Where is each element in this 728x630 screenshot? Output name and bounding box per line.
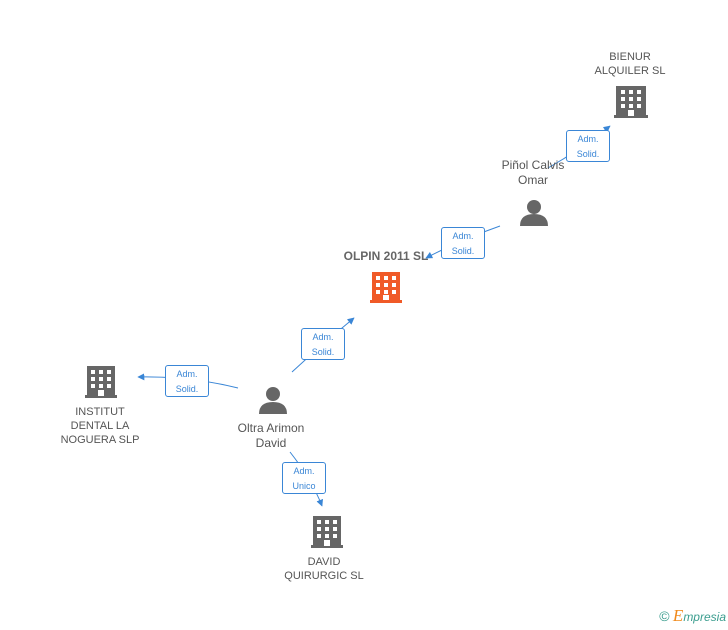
label-line: BIENUR xyxy=(609,51,651,63)
person-icon xyxy=(259,387,287,414)
building-icon xyxy=(311,516,343,548)
relation-line: Solid. xyxy=(311,347,335,357)
main-company-label-olpin[interactable]: OLPIN 2011 SL xyxy=(326,249,446,263)
building-icon xyxy=(614,86,648,118)
label-line: Piñol Calvis xyxy=(501,158,565,172)
relation-line: Solid. xyxy=(175,384,199,394)
main-company-building-icon xyxy=(370,272,402,303)
relation-line: Adm. xyxy=(293,466,315,476)
relation-line: Solid. xyxy=(576,149,600,159)
relation-badge-pinol-bienur: Adm. Solid. xyxy=(566,130,610,162)
company-label-bienur[interactable]: BIENUR ALQUILER SL xyxy=(580,50,680,78)
label-line: David xyxy=(255,436,287,450)
relation-badge-pinol-olpin: Adm. Solid. xyxy=(441,227,485,259)
label-line: Omar xyxy=(518,173,548,187)
relation-line: Adm. xyxy=(176,369,198,379)
person-label-oltra[interactable]: Oltra Arimon David xyxy=(216,421,326,451)
company-label-institut[interactable]: INSTITUT DENTAL LA NOGUERA SLP xyxy=(48,405,152,447)
building-icon xyxy=(85,366,117,398)
relation-badge-oltra-david: Adm. Unico xyxy=(282,462,326,494)
company-label-david[interactable]: DAVID QUIRURGIC SL xyxy=(274,555,374,583)
relation-badge-oltra-olpin: Adm. Solid. xyxy=(301,328,345,360)
relation-line: Unico xyxy=(292,481,316,491)
relation-line: Solid. xyxy=(451,246,475,256)
label-line: Oltra Arimon xyxy=(237,421,305,435)
label-line: QUIRURGIC SL xyxy=(284,570,364,582)
relation-line: Adm. xyxy=(577,134,599,144)
label-line: DENTAL LA xyxy=(70,420,130,432)
label-line: INSTITUT xyxy=(75,406,125,418)
relation-line: Adm. xyxy=(312,332,334,342)
brand-e: E xyxy=(672,606,684,625)
label-line: DAVID xyxy=(307,556,341,568)
label-line: OLPIN 2011 SL xyxy=(343,249,429,263)
label-line: ALQUILER SL xyxy=(594,65,666,77)
person-icon xyxy=(520,200,548,226)
relation-line: Adm. xyxy=(452,231,474,241)
brand-rest: mpresia xyxy=(683,610,726,624)
relation-badge-oltra-institut: Adm. Solid. xyxy=(165,365,209,397)
empresia-logo[interactable]: © Empresia xyxy=(659,606,726,626)
copyright-icon: © xyxy=(659,608,670,624)
label-line: NOGUERA SLP xyxy=(60,434,140,446)
person-label-pinol[interactable]: Piñol Calvis Omar xyxy=(478,158,588,188)
